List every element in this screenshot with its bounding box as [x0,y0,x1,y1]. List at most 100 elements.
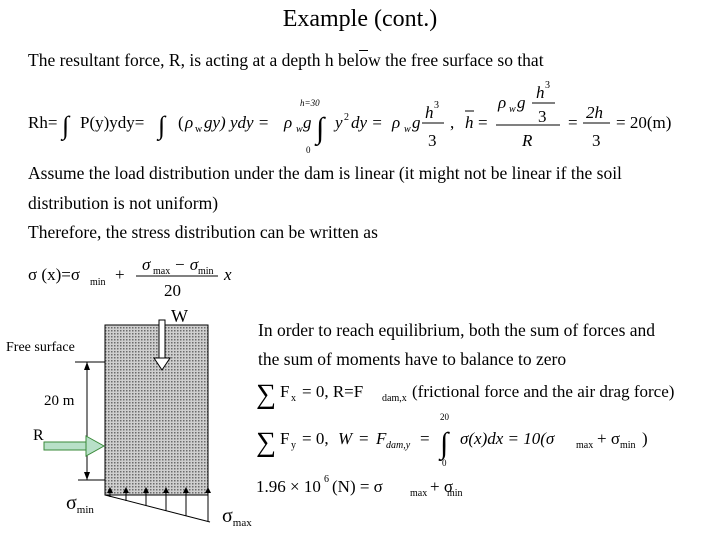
sum-fy-min: min [620,440,636,451]
result-plus: + σ [430,477,453,496]
eq-num-2h: 2h [586,103,603,122]
dam-body [104,324,209,496]
sum-fy-dam: dam,y [386,440,411,451]
dam-diagram [43,319,211,523]
integral-sign-2: ∫ [156,111,167,141]
depth-label: 20 m [44,393,75,409]
weight-arrow [153,319,171,371]
eq-dy: dy = [351,113,383,132]
eq-y2: y [333,113,343,132]
sum-fx-F: F [280,382,289,401]
sum-fx-sub: x [291,393,296,404]
eq-rho-2: ρ [391,113,400,132]
sum-fx-note: (frictional force and the air drag force… [412,382,674,401]
eq-w-sub2: w [296,124,303,135]
eq-w-sub3: w [404,124,411,135]
eq-gy: gy) ydy = [204,113,269,132]
stress-min-sub: min [90,277,106,288]
stress-lhs: σ (x)=σ [28,265,80,284]
sum-fy-F: F [280,429,289,448]
eq-numer-g: g [517,93,526,112]
eq-eq2: = [568,113,578,132]
sum-fx-sigma: ∑ [256,379,276,410]
sum-fy-sigma: ∑ [256,427,276,458]
text-therefore: Therefore, the stress distribution can b… [28,222,378,242]
svg-text:w: w [509,104,516,115]
free-surface-label: Free surface [6,340,75,355]
sigma-max-label: σmax [222,505,252,529]
sum-fy-close: ) [642,429,648,448]
result-max: max [410,488,427,499]
sum-fy-lower: 0 [442,458,447,468]
eq-part1: P(y)ydy= [80,113,144,132]
eq-upper-limit: h=30 [300,98,320,108]
sum-fy-Fdam: F [375,429,387,448]
eq-w-sub: w [195,124,203,135]
eq-result: = 20(m) [616,113,671,132]
text-assume-load: Assume the load distribution under the d… [28,163,622,183]
eq-g1: g [303,113,312,132]
sigma-min-sub: min [76,504,94,516]
hbar-overline [359,50,368,51]
sum-fy-rest: = 0, [302,429,329,448]
text-equilibrium-1: In order to reach equilibrium, both the … [258,320,656,340]
eq-numer-h3: h [536,83,545,102]
sum-fy-sub: y [291,440,296,451]
result-exp: 6 [324,474,329,485]
moment-equation: Rh= ∫ P(y)ydy= ∫ ( ρ w gy) ydy = ρ w g h… [28,80,671,155]
sum-fy-eq1: = [359,429,369,448]
sum-fy-upper: 20 [440,412,450,422]
eq-lower-limit: 0 [306,145,311,155]
eq-g2: g [412,113,421,132]
sigma-max-symbol: σ [222,505,233,527]
stress-num-min: min [198,266,214,277]
eq-den-3b: 3 [592,131,601,150]
eq-numer-3sup: 3 [545,80,550,91]
result-min: min [447,488,463,499]
resultant-arrow [43,435,106,457]
sum-fx-dam: dam,x [382,393,407,404]
eq-comma: , [450,113,454,132]
stress-equation: σ (x)=σ min + σ max − σ min 20 x [28,255,232,300]
sum-fy-W: W [338,429,354,448]
sum-fy-sigma-x: σ(x)dx = 10(σ [460,429,555,448]
stress-num-sigma: σ [142,255,151,274]
sum-fy-max: max [576,440,593,451]
eq-numer-3: 3 [538,107,547,126]
text-resultant-force: The resultant force, R, is acting at a d… [28,50,544,70]
eq-rh: Rh= [28,113,57,132]
sigma-min-symbol: σ [66,492,77,514]
eq-rho: ρ [283,113,292,132]
sigma-max-sub: max [232,517,252,529]
result-N: (N) = σ [332,477,383,496]
slide-title: Example (cont.) [282,6,438,32]
eq-eq1: = [478,113,488,132]
sum-fy-eq2: = [420,429,430,448]
text-distribution-uniform: distribution is not uniform) [28,193,219,213]
eq-den3: 3 [428,131,437,150]
sum-fx-rest: = 0, R=F [302,382,363,401]
eq-hbar: h [465,113,474,132]
resultant-label: R [33,427,44,444]
eq-open: ( [178,113,184,132]
integral-sign-fy: ∫ [438,427,450,462]
result-lhs: 1.96 × 10 [256,477,321,496]
stress-plus: + [115,265,125,284]
stress-x: x [223,265,232,284]
eq-h3: h [425,103,434,122]
forces-equations: ∑ F x = 0, R=F dam,x (frictional force a… [256,379,674,499]
sum-fy-plus: + σ [597,429,620,448]
stress-num-minus: − σ [174,255,199,274]
weight-label: W [171,306,188,326]
stress-den: 20 [164,281,181,300]
integral-sign-1: ∫ [60,111,71,141]
stress-num-max: max [153,266,170,277]
eq-two: 2 [344,112,349,123]
integral-sign-3: ∫ [314,112,326,147]
stress-distribution-line [104,494,211,523]
text-equilibrium-2: the sum of moments have to balance to ze… [258,349,567,369]
eq-den-R: R [521,131,533,150]
sigma-min-label: σmin [66,492,94,516]
eq-numer-rho: ρ [497,93,506,112]
eq-rho-w: ρ [184,113,193,132]
